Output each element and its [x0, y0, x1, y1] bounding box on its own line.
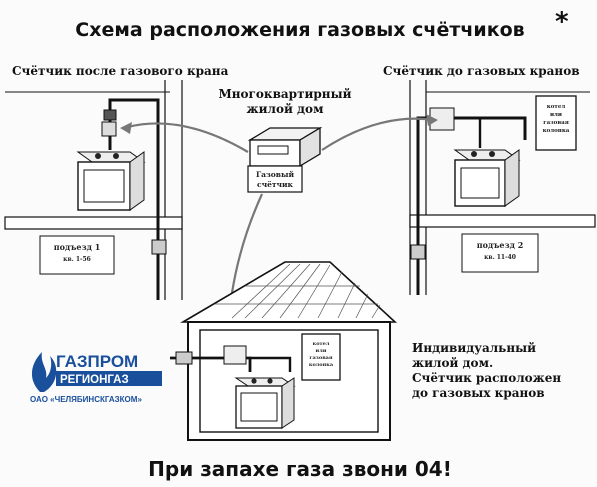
logo-subbrand: РЕГИОНГАЗ — [60, 374, 129, 386]
poster-title: Схема расположения газовых счётчиков — [75, 19, 524, 41]
house-roof — [180, 261, 398, 323]
arrow-to-left-meter — [123, 122, 249, 153]
footer-warning: При запахе газа звони 04! — [148, 457, 452, 481]
house-boiler-line1: котел — [313, 341, 330, 347]
house-gas-meter — [223, 345, 247, 365]
right-boiler-line4: колонка — [543, 128, 570, 134]
entrance-1-apartments: кв. 1-56 — [63, 256, 91, 263]
logo-subbrand-bar — [56, 371, 162, 386]
flame-icon — [31, 352, 57, 392]
right-boiler-line3: газовая — [543, 120, 569, 126]
house-label-line3: Счётчик расположен — [412, 371, 561, 385]
left-apartment-scene: подъезд 1 кв. 1-56 — [4, 80, 183, 300]
logo-company: ОАО «ЧЕЛЯБИНСКГАЗКОМ» — [30, 395, 142, 404]
entrance-2-sign — [461, 233, 539, 273]
house-label-line1: Индивидуальный — [412, 341, 536, 355]
house-stove — [234, 377, 296, 429]
left-gas-tap — [103, 109, 117, 121]
right-boiler-line2: или — [550, 112, 562, 118]
meter-label-line1: Газовый — [256, 170, 295, 179]
gazprom-logo: ГАЗПРОМ РЕГИОНГАЗ ОАО «ЧЕЛЯБИНСКГАЗКОМ» — [30, 352, 162, 404]
house-label-line2: жилой дом. — [412, 356, 493, 370]
center-gas-meter — [247, 126, 323, 193]
house-boiler-line3: газовая — [309, 355, 333, 361]
entrance-2-title: подъезд 2 — [477, 240, 524, 250]
individual-house: котел или газовая колонка — [170, 261, 398, 441]
right-floor-slab — [409, 214, 596, 228]
house-label-line4: до газовых кранов — [412, 386, 545, 400]
right-apartment-scene: котел или газовая колонка подъезд 2 кв. … — [409, 80, 596, 295]
right-caption: Счётчик до газовых кранов — [383, 64, 580, 78]
house-boiler-line2: или — [316, 348, 327, 354]
house-boiler-line4: колонка — [309, 362, 334, 368]
house-boiler — [301, 333, 341, 381]
entrance-1-title: подъезд 1 — [54, 242, 101, 252]
right-boiler-line1: котел — [547, 104, 566, 110]
meter-label-line2: счётчик — [257, 180, 294, 189]
center-label-line2: жилой дом — [247, 102, 325, 116]
right-boiler — [535, 95, 577, 151]
logo-brand: ГАЗПРОМ — [56, 352, 138, 371]
arrow-to-right-meter — [321, 117, 435, 151]
entrance-2-apartments: кв. 11-40 — [484, 254, 516, 261]
right-stove — [453, 149, 521, 207]
entrance-1-sign — [39, 235, 115, 275]
left-caption: Счётчик после газового крана — [12, 64, 229, 78]
left-meter-small — [101, 121, 117, 137]
left-stove — [76, 151, 146, 211]
right-gas-pipe — [416, 116, 527, 295]
left-floor-slab — [4, 216, 183, 230]
center-label-line1: Многоквартирный — [218, 87, 351, 101]
title-asterisk: * — [555, 7, 569, 37]
